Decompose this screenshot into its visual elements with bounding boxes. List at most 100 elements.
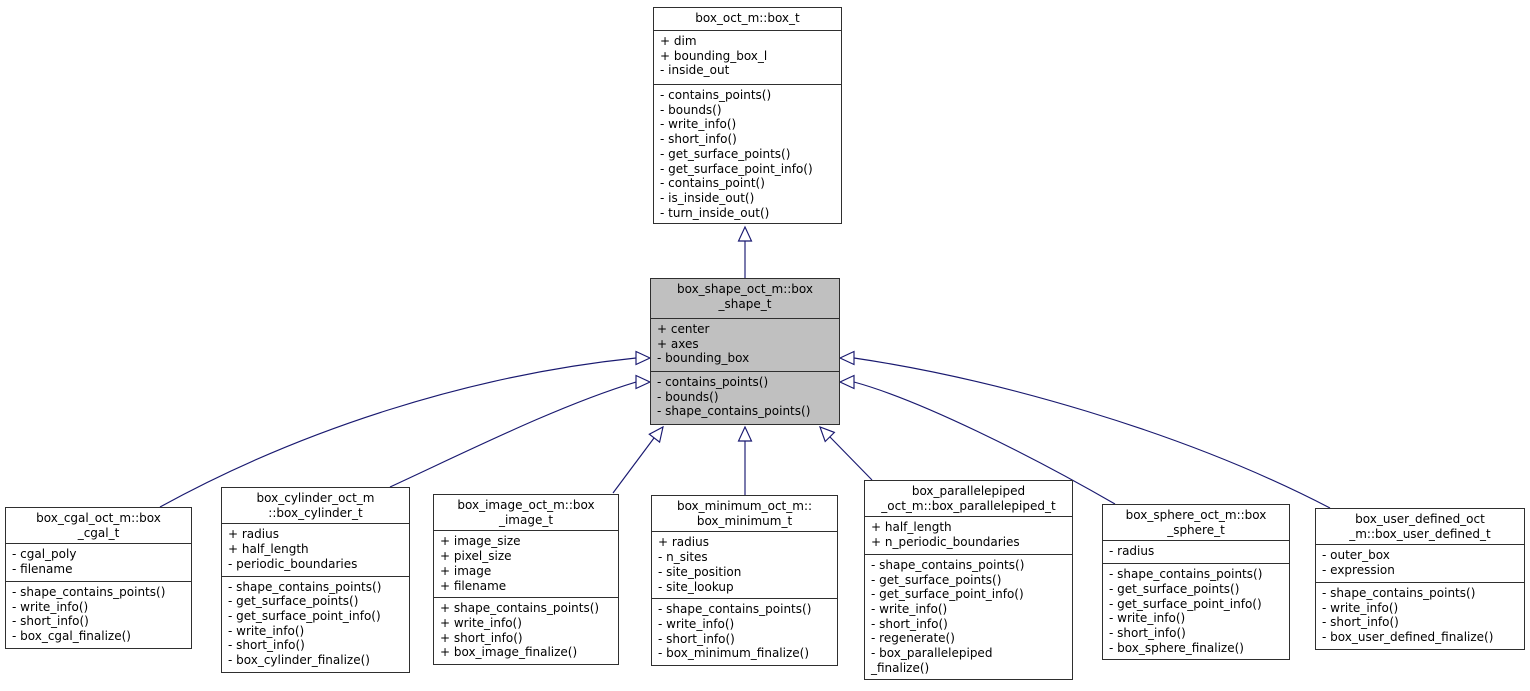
edge-box-cylinder-t-to-box-shape-t — [389, 374, 652, 488]
class-title: box_sphere_oct_m::box _sphere_t — [1125, 508, 1267, 537]
member-row: - n_sites — [658, 550, 708, 565]
member-row: - filename — [12, 562, 73, 577]
class-box-box-sphere-t[interactable]: box_sphere_oct_m::box _sphere_t - radius… — [1102, 504, 1290, 661]
class-box-box-cgal-t[interactable]: box_cgal_oct_m::box _cgal_t - cgal_poly-… — [5, 507, 192, 649]
class-attributes: + radius+ half_length- periodic_boundari… — [222, 523, 409, 575]
member-row: - shape_contains_points() — [657, 404, 811, 419]
member-row: - contains_points() — [660, 88, 772, 102]
member-row: - bounding_box — [657, 351, 750, 366]
member-row: - write_info() — [1109, 611, 1186, 626]
member-row: + box_image_finalize() — [440, 645, 578, 660]
member-row: - get_surface_point_info() — [871, 587, 1024, 602]
member-row: - shape_contains_points() — [658, 602, 812, 617]
class-methods: - shape_contains_points()- write_info()-… — [6, 580, 191, 648]
edge-box-shape-t-to-box-t — [737, 225, 753, 278]
class-box-box-t[interactable]: box_oct_m::box_t + dim+ bounding_box_l- … — [653, 7, 842, 224]
member-row: - turn_inside_out() — [660, 205, 770, 220]
class-attributes: + radius- n_sites- site_position- site_l… — [652, 531, 837, 598]
member-row: - box_cylinder_finalize() — [228, 653, 370, 668]
edge-box-parallelepiped-t-to-box-shape-t — [819, 426, 873, 481]
class-box-box-user-defined-t[interactable]: box_user_defined_oct _m::box_user_define… — [1315, 508, 1525, 650]
class-title: box_user_defined_oct _m::box_user_define… — [1349, 512, 1491, 541]
member-row: - shape_contains_points() — [1322, 585, 1476, 600]
class-attributes: - outer_box- expression — [1316, 544, 1524, 581]
edge-box-cgal-t-to-box-shape-t — [159, 350, 652, 508]
member-row: - get_surface_point_info() — [1109, 596, 1262, 611]
member-row: + image_size — [440, 534, 521, 549]
edge-box-sphere-t-to-box-shape-t — [838, 374, 1116, 505]
class-box-box-minimum-t[interactable]: box_minimum_oct_m:: box_minimum_t + radi… — [651, 495, 838, 667]
class-title: box_image_oct_m::box _image_t — [457, 498, 595, 527]
member-row: - box_sphere_finalize() — [1109, 640, 1244, 655]
member-row: + pixel_size — [440, 549, 512, 564]
member-row: - box_parallelepiped _finalize() — [871, 646, 993, 675]
member-row: - short_info() — [228, 638, 305, 653]
member-row: - contains_point() — [660, 176, 765, 191]
class-attributes: - radius — [1103, 540, 1289, 563]
member-row: + half_length — [228, 542, 309, 557]
class-box-box-cylinder-t[interactable]: box_cylinder_oct_m ::box_cylinder_t + ra… — [221, 487, 410, 673]
member-row: - shape_contains_points() — [228, 579, 382, 594]
class-methods: - shape_contains_points()- get_surface_p… — [1103, 563, 1289, 659]
member-row: - site_lookup — [658, 579, 734, 594]
member-row: + axes — [657, 336, 699, 351]
member-row: + image — [440, 563, 492, 578]
class-title: box_cylinder_oct_m ::box_cylinder_t — [256, 491, 375, 520]
member-row: + radius — [228, 527, 279, 542]
class-title: box_cgal_oct_m::box _cgal_t — [36, 511, 161, 540]
member-row: - short_info() — [12, 614, 89, 629]
member-row: - expression — [1322, 563, 1395, 578]
member-row: - get_surface_point_info() — [228, 608, 381, 623]
member-row: - short_info() — [660, 132, 737, 147]
member-row: - shape_contains_points() — [12, 584, 166, 599]
member-row: - get_surface_points() — [228, 594, 359, 609]
member-row: - write_info() — [1322, 600, 1399, 615]
class-box-box-shape-t[interactable]: box_shape_oct_m::box _shape_t + center+ … — [650, 278, 840, 425]
class-methods: - shape_contains_points()- get_surface_p… — [222, 575, 409, 672]
member-row: - get_surface_point_info() — [660, 161, 813, 176]
member-row: + n_periodic_boundaries — [871, 535, 1020, 550]
member-row: - short_info() — [1109, 625, 1186, 640]
member-row: - write_info() — [660, 117, 737, 132]
member-row: - radius — [1109, 544, 1155, 559]
class-attributes: + half_length+ n_periodic_boundaries — [865, 516, 1072, 553]
class-attributes: - cgal_poly- filename — [6, 543, 191, 580]
member-row: + dim — [660, 34, 697, 48]
class-methods: - shape_contains_points()- get_surface_p… — [865, 553, 1072, 680]
class-box-box-parallelepiped-t[interactable]: box_parallelepiped _oct_m::box_parallele… — [864, 480, 1073, 681]
class-attributes: + dim+ bounding_box_l- inside_out — [654, 30, 841, 84]
member-row: + bounding_box_l — [660, 48, 768, 63]
class-methods: + shape_contains_points()+ write_info()+… — [434, 597, 618, 664]
class-title: box_oct_m::box_t — [695, 11, 800, 25]
class-methods: - shape_contains_points()- write_info()-… — [1316, 581, 1524, 649]
class-attributes: + image_size+ pixel_size+ image+ filenam… — [434, 530, 618, 597]
member-row: - box_minimum_finalize() — [658, 646, 810, 661]
member-row: - regenerate() — [871, 631, 955, 646]
member-row: + short_info() — [440, 630, 523, 645]
edge-box-user-defined-t-to-box-shape-t — [838, 350, 1331, 509]
class-title: box_parallelepiped _oct_m::box_parallele… — [881, 484, 1056, 513]
edge-box-image-t-to-box-shape-t — [612, 425, 664, 494]
member-row: - short_info() — [658, 631, 735, 646]
class-methods: - contains_points()- bounds()- write_inf… — [654, 84, 841, 223]
class-title: box_shape_oct_m::box _shape_t — [676, 282, 813, 311]
class-box-box-image-t[interactable]: box_image_oct_m::box _image_t + image_si… — [433, 494, 619, 666]
member-row: - box_cgal_finalize() — [12, 628, 131, 643]
member-row: - bounds() — [660, 102, 722, 117]
class-methods: - shape_contains_points()- write_info()-… — [652, 598, 837, 665]
member-row: - is_inside_out() — [660, 190, 755, 205]
member-row: - write_info() — [228, 623, 305, 638]
member-row: - box_user_defined_finalize() — [1322, 629, 1494, 644]
member-row: - outer_box — [1322, 548, 1390, 563]
member-row: - write_info() — [871, 601, 948, 616]
member-row: - bounds() — [657, 389, 719, 404]
member-row: - shape_contains_points() — [1109, 567, 1263, 582]
member-row: - get_surface_points() — [1109, 581, 1240, 596]
member-row: + shape_contains_points() — [440, 601, 600, 616]
member-row: - write_info() — [658, 616, 735, 631]
member-row: - get_surface_points() — [871, 572, 1002, 587]
member-row: - short_info() — [1322, 615, 1399, 630]
member-row: - shape_contains_points() — [871, 557, 1025, 572]
